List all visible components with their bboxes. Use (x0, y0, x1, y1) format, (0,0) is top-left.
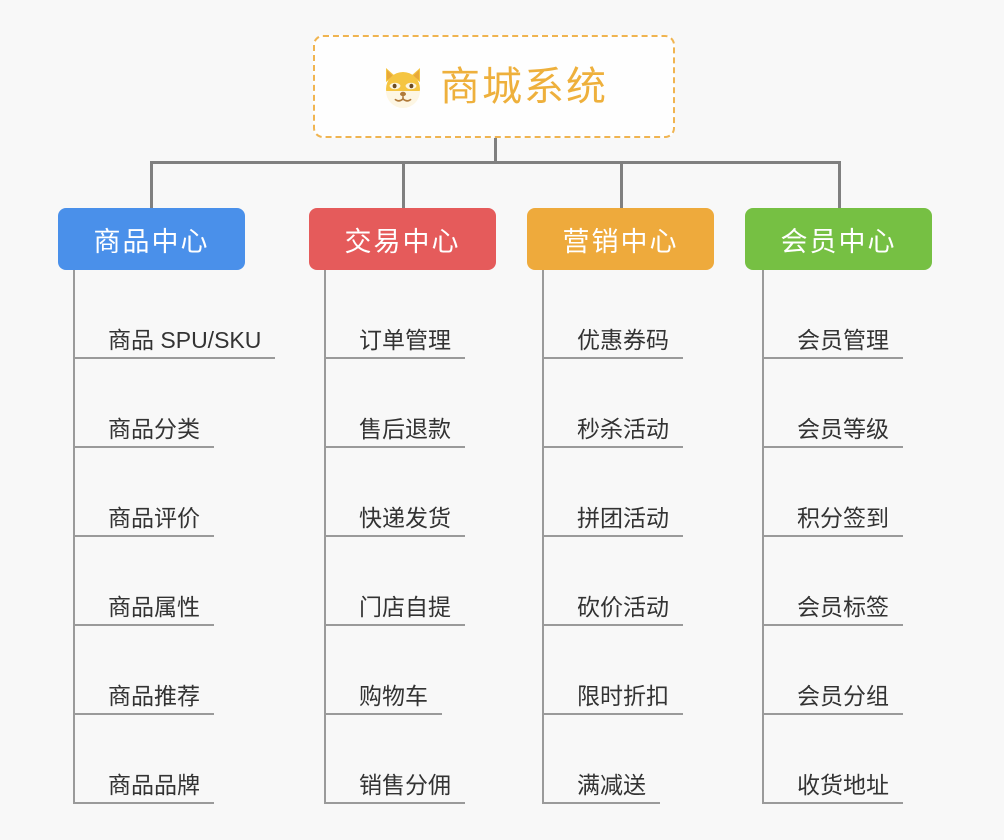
category-box-3[interactable]: 营销中心 (527, 208, 714, 270)
leaf-underline (762, 802, 903, 804)
leaf-spine-1 (73, 270, 75, 804)
leaf-label: 销售分佣 (359, 771, 451, 798)
leaf-underline (542, 624, 683, 626)
leaf-spine-3 (542, 270, 544, 804)
leaf-item[interactable]: 商品评价 (73, 448, 275, 537)
root-title: 商城系统 (440, 64, 608, 109)
leaf-item[interactable]: 商品推荐 (73, 626, 275, 715)
leaf-label: 会员管理 (797, 326, 889, 353)
leaf-label: 商品属性 (108, 593, 200, 620)
leaf-label: 会员标签 (797, 593, 889, 620)
leaf-underline (762, 535, 903, 537)
leaf-item[interactable]: 优惠券码 (542, 270, 683, 359)
leaf-item[interactable]: 砍价活动 (542, 537, 683, 626)
leaf-item[interactable]: 商品品牌 (73, 715, 275, 804)
category-box-1[interactable]: 商品中心 (58, 208, 245, 270)
leaf-item[interactable]: 秒杀活动 (542, 359, 683, 448)
leaf-underline (73, 624, 214, 626)
category-label-3: 营销中心 (562, 226, 679, 257)
leaf-underline (542, 357, 683, 359)
leaf-item[interactable]: 收货地址 (762, 715, 903, 804)
leaf-item[interactable]: 购物车 (324, 626, 465, 715)
leaf-item[interactable]: 积分签到 (762, 448, 903, 537)
shiba-dog-emoji (380, 64, 426, 110)
leaf-spine-4 (762, 270, 764, 804)
category-label-1: 商品中心 (93, 226, 210, 257)
leaf-item[interactable]: 限时折扣 (542, 626, 683, 715)
leaf-underline (73, 357, 276, 359)
connector-drop-2 (402, 161, 405, 208)
leaf-column-4: 会员管理 会员等级 积分签到 会员标签 会员分组 收货地址 (762, 270, 903, 804)
leaf-item[interactable]: 拼团活动 (542, 448, 683, 537)
leaf-item[interactable]: 售后退款 (324, 359, 465, 448)
leaf-underline (762, 713, 903, 715)
leaf-underline (73, 446, 214, 448)
leaf-label: 会员等级 (797, 415, 889, 442)
leaf-underline (762, 357, 903, 359)
leaf-label: 商品 SPU/SKU (108, 326, 262, 353)
leaf-underline (324, 802, 465, 804)
leaf-label: 快递发货 (359, 504, 451, 531)
leaf-item[interactable]: 满减送 (542, 715, 683, 804)
leaf-underline (542, 446, 683, 448)
leaf-underline (762, 446, 903, 448)
leaf-label: 满减送 (577, 771, 646, 798)
leaf-item[interactable]: 商品分类 (73, 359, 275, 448)
leaf-item[interactable]: 订单管理 (324, 270, 465, 359)
category-label-2: 交易中心 (344, 226, 461, 257)
leaf-item[interactable]: 会员分组 (762, 626, 903, 715)
leaf-label: 会员分组 (797, 682, 889, 709)
leaf-item[interactable]: 会员等级 (762, 359, 903, 448)
leaf-label: 商品品牌 (108, 771, 200, 798)
leaf-item[interactable]: 商品属性 (73, 537, 275, 626)
category-box-4[interactable]: 会员中心 (745, 208, 932, 270)
leaf-item[interactable]: 会员标签 (762, 537, 903, 626)
connector-root-stem (494, 138, 497, 163)
leaf-underline (324, 624, 465, 626)
leaf-underline (324, 535, 465, 537)
leaf-underline (324, 446, 465, 448)
leaf-label: 商品推荐 (108, 682, 200, 709)
leaf-label: 拼团活动 (577, 504, 669, 531)
leaf-label: 限时折扣 (577, 682, 669, 709)
leaf-label: 门店自提 (359, 593, 451, 620)
leaf-item[interactable]: 门店自提 (324, 537, 465, 626)
leaf-label: 积分签到 (797, 504, 889, 531)
connector-drop-3 (620, 161, 623, 208)
leaf-label: 购物车 (359, 682, 428, 709)
leaf-underline (542, 535, 683, 537)
leaf-label: 订单管理 (359, 326, 451, 353)
category-box-2[interactable]: 交易中心 (309, 208, 496, 270)
leaf-item[interactable]: 销售分佣 (324, 715, 465, 804)
leaf-item[interactable]: 商品 SPU/SKU (73, 270, 276, 359)
leaf-underline (324, 357, 465, 359)
leaf-underline (73, 802, 214, 804)
leaf-label: 优惠券码 (577, 326, 669, 353)
leaf-underline (73, 713, 214, 715)
leaf-label: 售后退款 (359, 415, 451, 442)
leaf-spine-2 (324, 270, 326, 804)
leaf-item[interactable]: 会员管理 (762, 270, 903, 359)
leaf-column-2: 订单管理 售后退款 快递发货 门店自提 购物车 销售分佣 (324, 270, 465, 804)
connector-horizontal-bus (150, 161, 840, 164)
leaf-underline (324, 713, 442, 715)
leaf-underline (542, 713, 683, 715)
leaf-column-3: 优惠券码 秒杀活动 拼团活动 砍价活动 限时折扣 满减送 (542, 270, 683, 804)
connector-drop-1 (150, 161, 153, 208)
leaf-underline (542, 802, 660, 804)
leaf-label: 秒杀活动 (577, 415, 669, 442)
leaf-label: 收货地址 (797, 771, 889, 798)
connector-drop-4 (838, 161, 841, 208)
leaf-label: 砍价活动 (577, 593, 669, 620)
leaf-label: 商品分类 (108, 415, 200, 442)
leaf-item[interactable]: 快递发货 (324, 448, 465, 537)
leaf-label: 商品评价 (108, 504, 200, 531)
category-label-4: 会员中心 (780, 226, 897, 257)
root-node[interactable]: 商城系统 (313, 35, 675, 138)
leaf-underline (73, 535, 214, 537)
leaf-column-1: 商品 SPU/SKU 商品分类 商品评价 商品属性 商品推荐 商品品牌 (73, 270, 276, 804)
leaf-underline (762, 624, 903, 626)
